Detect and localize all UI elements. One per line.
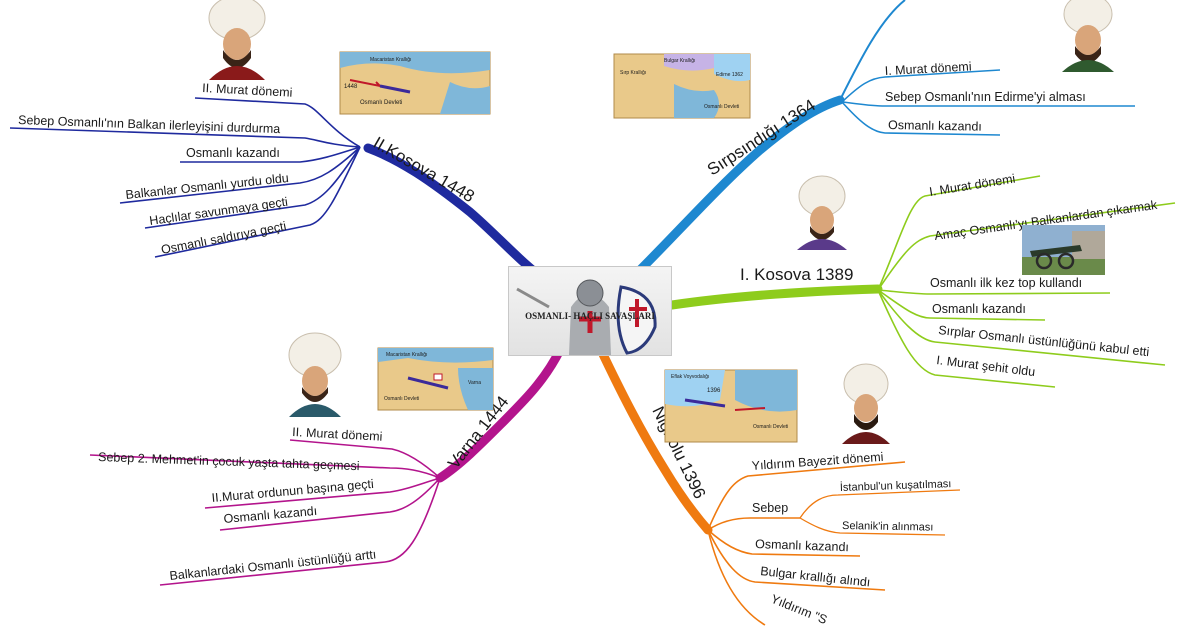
branch-item: II. Murat dönemi xyxy=(292,425,383,444)
branch-item: Balkanlardaki Osmanlı üstünlüğü arttı xyxy=(169,547,377,583)
branch-item: Osmanlı kazandı xyxy=(186,146,280,160)
map-label: 1396 xyxy=(707,388,721,394)
branch-subitem: Selanik'in alınması xyxy=(842,520,934,534)
branch-item: Osmanlı kazandı xyxy=(888,118,982,134)
central-title: OSMANLI- HAÇLI SAVAŞLARI xyxy=(525,311,655,321)
map-label: Osmanlı Devleti xyxy=(360,100,402,106)
battle-map-varna: Macaristan Krallığı Osmanlı Devleti Varn… xyxy=(377,347,494,411)
map-label: Edirne 1362 xyxy=(716,72,743,78)
branch-item: Osmanlı saldırıya geçti xyxy=(160,219,287,257)
map-label: Osmanlı Devleti xyxy=(753,424,788,430)
map-label: Macaristan Krallığı xyxy=(370,57,411,63)
branch-kosova1: I. Kosova 1389 I. Murat dönemi Amaç Osma… xyxy=(667,172,1176,388)
branch-item: Sebep 2. Mehmet'in çocuk yaşta tahta geç… xyxy=(98,450,360,473)
map-label: 1448 xyxy=(344,84,358,90)
branch-item: Osmanlı kazandı xyxy=(223,504,318,526)
branch-nigbolu: Niğbolu 1396 Yıldırım Bayezit dönemi Seb… xyxy=(595,343,961,627)
branch-item: I. Murat dönemi xyxy=(884,59,971,78)
battle-map-kosova2: Macaristan Krallığı Osmanlı Devleti 1448 xyxy=(339,51,491,115)
branch-title: I. Kosova 1389 xyxy=(740,265,853,284)
map-label: Osmanlı Devleti xyxy=(704,104,739,110)
map-label: Macaristan Krallığı xyxy=(386,352,427,358)
sultan-portrait xyxy=(208,0,266,80)
branch-item: II. Murat dönemi xyxy=(202,81,293,100)
branch-subitem: İstanbul'un kuşatılması xyxy=(840,477,952,494)
map-label: Eflak Voyvodalığı xyxy=(671,374,709,380)
branch-item: I. Murat şehit oldu xyxy=(936,353,1036,379)
sultan-portrait xyxy=(797,175,847,250)
central-node: OSMANLI- HAÇLI SAVAŞLARI xyxy=(508,266,672,356)
cannon-photo xyxy=(1022,225,1105,275)
branch-item: Osmanlı kazandı xyxy=(932,302,1026,316)
branch-item: Osmanlı ilk kez top kullandı xyxy=(930,276,1082,290)
branch-title: II.Kosova 1448 xyxy=(370,133,478,206)
branch-item: Yıldırım "S xyxy=(769,592,829,627)
map-label: Sırp Krallığı xyxy=(620,70,646,76)
branch-item: Osmanlı kazandı xyxy=(755,537,849,554)
branch-item: Sırplar Osmanlı üstünlüğünü kabul etti xyxy=(938,323,1150,359)
sultan-portrait xyxy=(842,363,890,444)
branch-item: I. Murat dönemi xyxy=(928,172,1016,199)
branch-item: Sebep xyxy=(752,501,788,515)
map-label: Bulgar Krallığı xyxy=(664,58,695,64)
battle-map-sirpsindigi: Sırp Krallığı Bulgar Krallığı Osmanlı De… xyxy=(613,53,751,119)
battle-map-nigbolu: Eflak Voyvodalığı 1396 Osmanlı Devleti xyxy=(664,369,798,443)
sultan-portrait xyxy=(1062,0,1114,72)
map-label: Osmanlı Devleti xyxy=(384,396,419,402)
branch-item: Sebep Osmanlı'nın Edirme'yi alması xyxy=(885,90,1086,104)
map-label: Varna xyxy=(468,380,481,386)
sultan-portrait xyxy=(288,332,342,417)
crusader-knight-icon xyxy=(516,279,657,355)
